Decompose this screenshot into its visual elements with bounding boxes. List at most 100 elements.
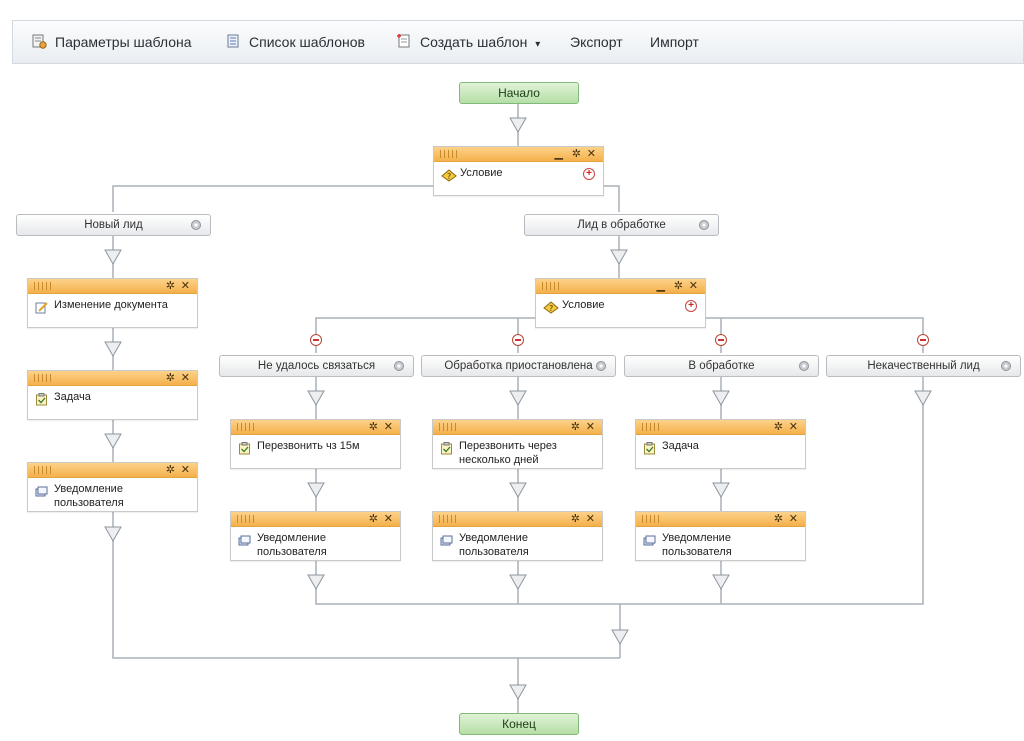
gear-icon[interactable]: ✲ xyxy=(165,464,175,476)
drag-handle-icon[interactable] xyxy=(439,423,459,431)
flow-arrows xyxy=(104,117,932,701)
remove-branch-icon[interactable] xyxy=(715,334,727,346)
template-list-label: Список шаблонов xyxy=(249,34,365,50)
branch-label: Некачественный лид xyxy=(867,360,980,372)
minimize-icon[interactable]: ▁ xyxy=(656,280,665,292)
close-icon[interactable]: ✕ xyxy=(180,464,190,476)
activity-block[interactable]: ✲ ✕ Уведомление пользователя xyxy=(635,511,806,561)
create-template-button[interactable]: Создать шаблон ▾ xyxy=(396,21,540,63)
gear-icon[interactable]: ✲ xyxy=(368,421,378,433)
activity-block[interactable]: ✲ ✕ Перезвонить через несколько дней xyxy=(432,419,603,469)
drag-handle-icon[interactable] xyxy=(642,515,662,523)
activity-label: Уведомление пользователя xyxy=(257,532,327,558)
toolbar: Параметры шаблона Список шаблонов Создат… xyxy=(12,20,1024,64)
block-header[interactable]: ✲ ✕ xyxy=(28,371,197,386)
drag-handle-icon[interactable] xyxy=(237,515,257,523)
minimize-icon[interactable]: ▁ xyxy=(554,148,563,160)
activity-block[interactable]: ✲ ✕ Уведомление пользователя xyxy=(432,511,603,561)
gear-icon[interactable]: ✲ xyxy=(368,513,378,525)
gear-icon[interactable] xyxy=(798,360,810,372)
gear-icon[interactable]: ✲ xyxy=(673,280,683,292)
activity-label: Уведомление пользователя xyxy=(54,483,124,509)
start-node[interactable]: Начало xyxy=(459,82,579,104)
drag-handle-icon[interactable] xyxy=(642,423,662,431)
activity-block[interactable]: ✲ ✕ Изменение документа xyxy=(27,278,198,328)
drag-handle-icon[interactable] xyxy=(34,466,54,474)
gear-icon[interactable]: ✲ xyxy=(165,372,175,384)
block-header[interactable]: ✲ ✕ xyxy=(231,420,400,435)
close-icon[interactable]: ✕ xyxy=(383,421,393,433)
branch-low-quality-lead[interactable]: Некачественный лид xyxy=(826,355,1021,377)
block-header[interactable]: ✲ ✕ xyxy=(28,463,197,478)
drag-handle-icon[interactable] xyxy=(542,282,562,290)
close-icon[interactable]: ✕ xyxy=(688,280,698,292)
gear-icon[interactable]: ✲ xyxy=(773,513,783,525)
branch-label: Лид в обработке xyxy=(577,219,666,231)
block-header[interactable]: ✲ ✕ xyxy=(433,420,602,435)
activity-block[interactable]: ✲ ✕ Уведомление пользователя xyxy=(230,511,401,561)
drag-handle-icon[interactable] xyxy=(439,515,459,523)
remove-branch-icon[interactable] xyxy=(310,334,322,346)
template-list-button[interactable]: Список шаблонов xyxy=(225,21,365,63)
close-icon[interactable]: ✕ xyxy=(788,513,798,525)
close-icon[interactable]: ✕ xyxy=(788,421,798,433)
branch-processing-paused[interactable]: Обработка приостановлена xyxy=(421,355,616,377)
notification-icon xyxy=(440,535,453,546)
gear-icon[interactable] xyxy=(698,219,710,231)
close-icon[interactable]: ✕ xyxy=(180,372,190,384)
block-header[interactable]: ✲ ✕ xyxy=(28,279,197,294)
condition-icon: ? xyxy=(543,301,559,314)
gear-icon[interactable]: ✲ xyxy=(570,513,580,525)
block-header[interactable]: ✲ ✕ xyxy=(636,512,805,527)
end-node[interactable]: Конец xyxy=(459,713,579,735)
condition-label: Условие xyxy=(562,299,605,311)
gear-icon[interactable] xyxy=(595,360,607,372)
activity-block[interactable]: ✲ ✕ Задача xyxy=(27,370,198,420)
activity-block[interactable]: ✲ ✕ Перезвонить чз 15м xyxy=(230,419,401,469)
activity-block[interactable]: ✲ ✕ Уведомление пользователя xyxy=(27,462,198,512)
branch-could-not-contact[interactable]: Не удалось связаться xyxy=(219,355,414,377)
branch-in-progress[interactable]: В обработке xyxy=(624,355,819,377)
branch-lead-in-progress[interactable]: Лид в обработке xyxy=(524,214,719,236)
condition-block[interactable]: ▁ ✲ ✕ ? Условие + xyxy=(433,146,604,196)
gear-icon[interactable] xyxy=(393,360,405,372)
close-icon[interactable]: ✕ xyxy=(180,280,190,292)
condition-block[interactable]: ▁ ✲ ✕ ? Условие + xyxy=(535,278,706,328)
export-button[interactable]: Экспорт xyxy=(570,34,623,50)
drag-handle-icon[interactable] xyxy=(34,282,54,290)
gear-icon[interactable] xyxy=(1000,360,1012,372)
svg-text:?: ? xyxy=(549,304,553,313)
drag-handle-icon[interactable] xyxy=(237,423,257,431)
block-header[interactable]: ✲ ✕ xyxy=(636,420,805,435)
block-header[interactable]: ▁ ✲ ✕ xyxy=(536,279,705,294)
template-list-icon xyxy=(227,34,239,48)
edit-document-icon xyxy=(35,302,48,314)
template-params-label: Параметры шаблона xyxy=(55,34,192,50)
add-branch-icon[interactable]: + xyxy=(685,300,697,312)
branch-new-lead[interactable]: Новый лид xyxy=(16,214,211,236)
block-header[interactable]: ▁ ✲ ✕ xyxy=(434,147,603,162)
notification-icon xyxy=(643,535,656,546)
gear-icon[interactable] xyxy=(190,219,202,231)
gear-icon[interactable]: ✲ xyxy=(165,280,175,292)
close-icon[interactable]: ✕ xyxy=(585,421,595,433)
close-icon[interactable]: ✕ xyxy=(586,148,596,160)
add-branch-icon[interactable]: + xyxy=(583,168,595,180)
close-icon[interactable]: ✕ xyxy=(585,513,595,525)
drag-handle-icon[interactable] xyxy=(440,150,460,158)
block-header[interactable]: ✲ ✕ xyxy=(231,512,400,527)
activity-block[interactable]: ✲ ✕ Задача xyxy=(635,419,806,469)
gear-icon[interactable]: ✲ xyxy=(570,421,580,433)
close-icon[interactable]: ✕ xyxy=(383,513,393,525)
drag-handle-icon[interactable] xyxy=(34,374,54,382)
notification-icon xyxy=(35,486,48,497)
template-params-button[interactable]: Параметры шаблона xyxy=(31,21,192,63)
gear-icon[interactable]: ✲ xyxy=(571,148,581,160)
remove-branch-icon[interactable] xyxy=(512,334,524,346)
task-icon xyxy=(36,393,47,406)
block-header[interactable]: ✲ ✕ xyxy=(433,512,602,527)
import-button[interactable]: Импорт xyxy=(650,34,699,50)
remove-branch-icon[interactable] xyxy=(917,334,929,346)
gear-icon[interactable]: ✲ xyxy=(773,421,783,433)
